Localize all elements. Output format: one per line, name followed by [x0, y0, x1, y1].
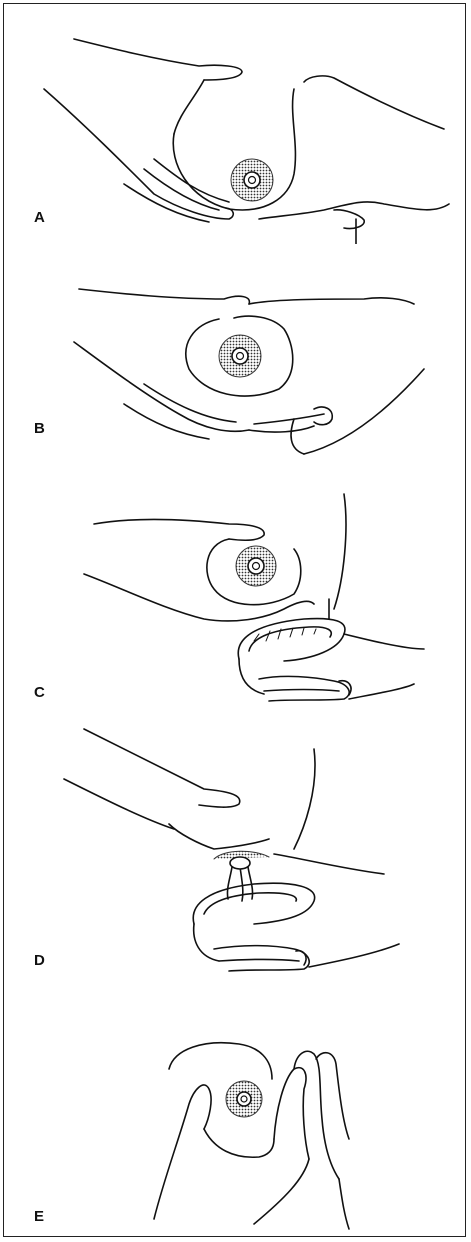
container-side	[239, 659, 264, 694]
left-upper-hand	[79, 289, 249, 304]
body-contour	[334, 494, 346, 609]
finger-line	[264, 690, 339, 692]
wrist-line	[339, 1179, 349, 1229]
breast-left-contour	[174, 80, 204, 134]
ring-finger	[296, 951, 306, 965]
panel-e-illustration	[4, 979, 467, 1238]
right-upper-hand	[249, 298, 414, 304]
right-lower-hand	[291, 419, 304, 454]
finger-line	[144, 384, 236, 422]
container-rim	[238, 619, 345, 661]
finger-line	[124, 404, 209, 439]
lower-hand	[84, 574, 314, 621]
nipple	[237, 1092, 251, 1106]
panel-label: A	[34, 209, 45, 226]
finger-line	[219, 960, 299, 962]
container-rim	[193, 883, 314, 924]
thumb-line	[249, 426, 314, 432]
panel-c: C	[4, 469, 467, 709]
finger-outline	[294, 1051, 339, 1179]
panel-a: A	[4, 4, 467, 244]
panel-label: C	[34, 684, 45, 701]
arm-line	[64, 779, 174, 829]
breast-lower-contour	[169, 824, 269, 849]
arm-line	[274, 854, 384, 874]
container-inner-rim	[204, 893, 296, 914]
holding-hand	[214, 946, 309, 971]
panel-d-illustration	[4, 709, 467, 979]
nipple	[230, 857, 250, 869]
nipple	[248, 558, 264, 574]
panel-c-illustration	[4, 469, 467, 709]
panel-b-illustration	[4, 244, 467, 469]
arm-line	[309, 944, 399, 967]
upper-hand	[84, 729, 240, 807]
panel-d: D	[4, 709, 467, 979]
arm-line	[344, 634, 424, 649]
ring-finger	[334, 210, 364, 229]
body-contour	[294, 749, 315, 849]
upper-hand	[94, 519, 264, 540]
panel-a-illustration	[4, 4, 467, 244]
panel-b: B	[4, 244, 467, 469]
panel-e: E	[4, 979, 467, 1238]
breast-lower	[204, 1129, 274, 1157]
palm-edge	[254, 1159, 309, 1224]
upper-hand-outline	[74, 39, 242, 80]
panel-label: E	[34, 1208, 44, 1225]
thumb	[154, 1085, 211, 1219]
right-hand-lower	[259, 202, 449, 219]
finger-line	[154, 159, 229, 202]
panel-label: B	[34, 420, 45, 437]
figure-frame: A B	[3, 3, 466, 1237]
nipple	[232, 348, 248, 364]
panel-label: D	[34, 952, 45, 969]
nipple	[244, 172, 260, 188]
container-inner-rim	[249, 627, 331, 651]
arm-line	[349, 684, 414, 699]
right-arm	[304, 369, 424, 454]
right-hand-upper	[304, 76, 444, 129]
breast-outline	[169, 1043, 272, 1079]
container-side	[194, 924, 219, 961]
finger-outline	[274, 1068, 309, 1159]
